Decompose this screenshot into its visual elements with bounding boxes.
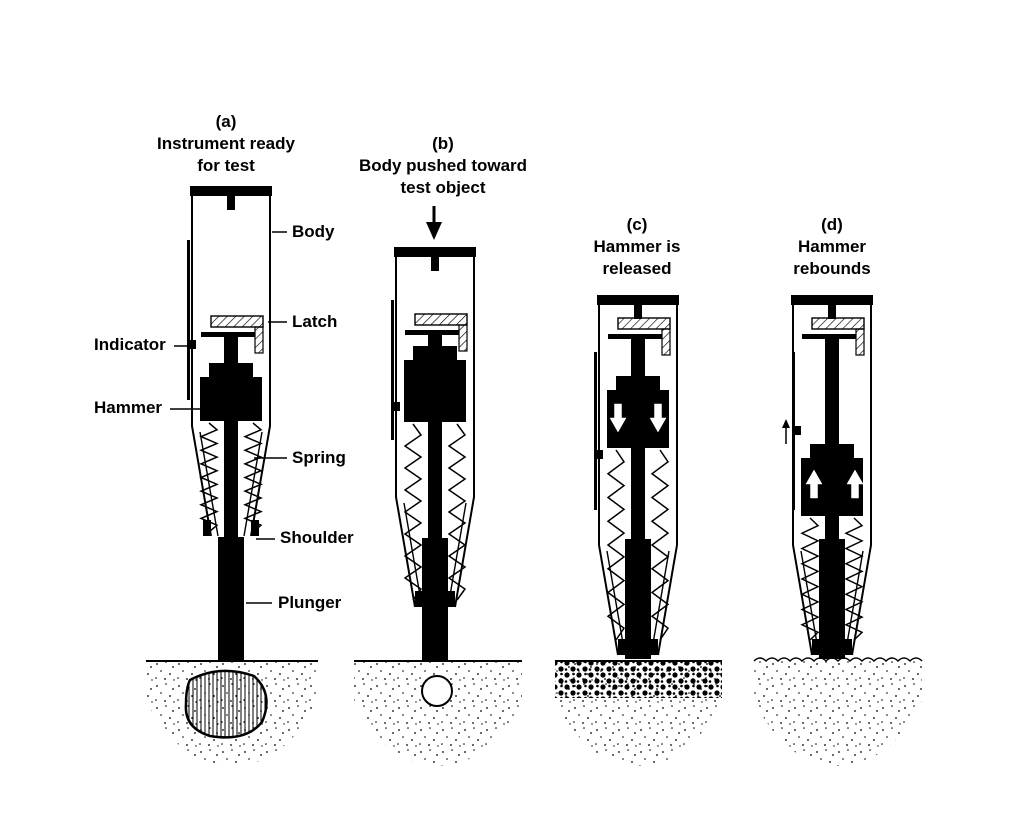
instrument-a [187,186,272,661]
label-latch: Latch [292,312,338,331]
inner-guide [800,550,864,656]
spring-left [800,517,820,641]
latch [414,313,468,326]
inner-guide [606,550,670,656]
spring-right [447,423,467,601]
indicator-bar [187,240,190,400]
indicator-tab [393,402,400,411]
push-arrow-head [426,222,442,240]
spring-right [650,449,670,641]
concrete-texture [754,661,922,766]
shoulder-right [447,591,455,607]
indicator-bar [792,352,795,510]
up-arrow-right [846,469,864,499]
label-shoulder: Shoulder [280,528,354,547]
top-cap [597,295,679,305]
label-spring: Spring [292,448,346,467]
caption-b-line1: Body pushed toward [358,156,528,175]
hammer-rod [631,334,645,539]
latch [811,317,865,330]
caption-c-letter: (c) [626,215,648,234]
indicator-tab [189,340,196,349]
caption-c-line1: Hammer is [593,237,681,256]
plunger [422,538,448,660]
caption-b-letter: (b) [432,134,454,153]
plunger [218,537,244,661]
caption-d: (d) Hammer rebounds [793,214,870,280]
concrete-texture [354,661,522,766]
hammer-right [442,346,466,422]
shoulder-right [844,639,852,655]
hammer-right [238,363,262,421]
top-cap [791,295,873,305]
plunger [819,539,845,659]
label-indicator: Indicator [94,335,166,354]
indicator-tab [596,450,603,459]
spring-left [403,423,423,601]
instrument-c [594,295,679,659]
caption-d-line2: rebounds [793,259,871,278]
hammer-left [404,346,428,422]
down-arrow-right [649,403,667,433]
top-cap [190,186,272,196]
gravel-layer [555,662,722,698]
ground-b [354,660,522,766]
spring-left [606,449,626,641]
cap-stem [227,196,235,210]
hammer-rod [428,330,442,538]
cap-stem [634,305,642,319]
aggregate-inclusion [184,669,268,739]
caption-a: (a) Instrument ready for test [157,111,295,177]
latch-hook [855,328,865,356]
caption-a-letter: (a) [215,112,237,131]
void-circle [421,675,453,707]
latch-hook [458,324,468,352]
shoulder-left [618,639,626,655]
latch-hook [661,328,671,356]
spring-left [199,422,219,533]
caption-c: (c) Hammer is released [594,214,681,280]
top-cap [394,247,476,257]
hammer-rod [825,334,839,539]
plunger [625,539,651,659]
shoulder-right [650,639,658,655]
caption-a-line1: Instrument ready [157,134,295,153]
ground-a [146,660,318,766]
shoulder-right [251,520,259,536]
up-arrow-left [805,469,823,499]
indicator-tab [794,426,801,435]
indicator-bar [594,352,597,510]
latch-hook [254,326,264,354]
ground-c [555,660,722,766]
shoulder-left [415,591,423,607]
hammer-left [200,363,224,421]
spring-right [243,422,263,533]
caption-a-line2: for test [197,156,255,175]
label-plunger: Plunger [278,593,342,612]
hammer-rod [224,332,238,537]
caption-d-letter: (d) [821,215,843,234]
instrument-d [791,295,873,659]
cap-stem [431,257,439,271]
surface-line [753,657,923,663]
caption-c-line2: released [602,259,672,278]
caption-d-line1: Hammer [797,237,867,256]
latch [617,317,671,330]
cap-stem [828,305,836,319]
shoulder-left [203,520,211,536]
label-hammer: Hammer [94,398,163,417]
latch [210,315,264,328]
shoulder-left [812,639,820,655]
ground-d [753,657,923,766]
instrument-b [391,247,476,660]
down-arrow-left [609,403,627,433]
rebound-arrow-head [782,419,790,428]
inner-guide [403,502,467,608]
caption-b-line2: test object [400,178,486,197]
label-body: Body [292,222,335,241]
indicator-bar [391,300,394,440]
spring-right [844,517,864,641]
caption-b: (b) Body pushed toward test object [359,133,527,199]
